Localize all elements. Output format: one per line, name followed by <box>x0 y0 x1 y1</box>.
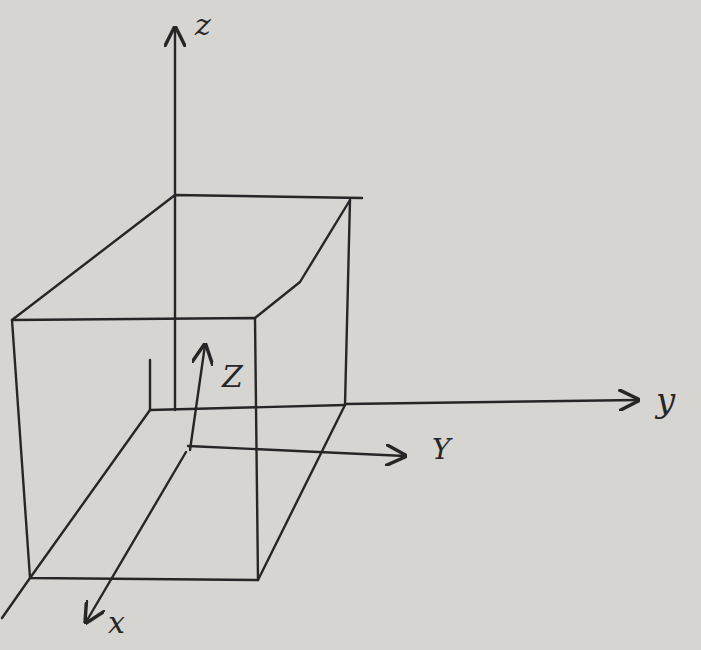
inner-y-axis <box>188 446 405 456</box>
inner-z-axis <box>190 345 205 450</box>
cube-top-edge <box>255 200 350 318</box>
cube-back-edge <box>149 360 151 410</box>
axis-label: x <box>108 608 125 638</box>
axis-label: Y <box>432 436 450 464</box>
cube-back-edge <box>345 200 350 405</box>
z-axis <box>174 28 176 410</box>
cube-back-edge <box>150 405 345 410</box>
axis-label: Z <box>222 362 243 392</box>
axis-label: y <box>656 383 675 417</box>
y-axis <box>345 400 638 404</box>
cube-bottom-edge <box>2 410 150 618</box>
cube-bottom-edge <box>258 405 345 580</box>
axis-label: z <box>195 10 211 40</box>
cube-top-edge <box>12 195 362 320</box>
inner-x-axis <box>86 452 186 622</box>
